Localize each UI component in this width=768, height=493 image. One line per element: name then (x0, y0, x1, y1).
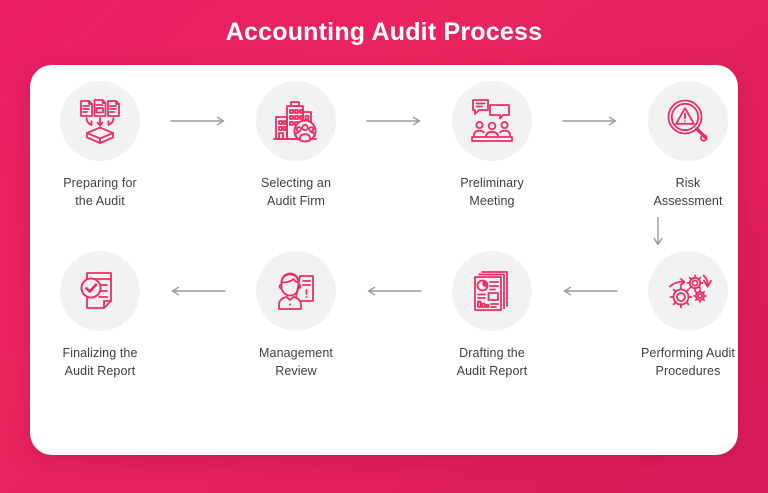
connector-arrow-3 (562, 81, 618, 161)
step-selecting-an-audit-firm[interactable]: Selecting an Audit Firm (226, 81, 366, 210)
connector-arrow-5 (366, 251, 422, 331)
office-buildings-team-icon (273, 101, 317, 143)
step-label: Selecting an Audit Firm (261, 176, 331, 208)
step-label: Risk Assessment (653, 176, 723, 208)
title-bar: Accounting Audit Process (0, 0, 768, 65)
arrow-left-icon (563, 286, 618, 296)
flow-row-1: Preparing for the Audit (30, 81, 738, 231)
arrow-right-icon (170, 116, 225, 126)
step-risk-assessment[interactable]: Risk Assessment (618, 81, 758, 210)
arrow-right-icon (562, 116, 617, 126)
step-label: Finalizing the Audit Report (62, 346, 138, 378)
arrow-right-icon (366, 116, 421, 126)
arrow-left-icon (171, 286, 226, 296)
step-label: Preliminary Meeting (460, 176, 524, 208)
step-icon-circle (60, 251, 140, 331)
step-label: Management Review (259, 346, 333, 378)
step-icon-circle (256, 251, 336, 331)
step-icon-circle (452, 81, 532, 161)
magnifier-warning-triangle-icon (667, 99, 708, 142)
document-check-icon (80, 272, 112, 309)
connector-arrow-6 (562, 251, 618, 331)
connector-arrow-1 (170, 81, 226, 161)
step-icon-circle (648, 81, 728, 161)
step-finalizing-the-audit-report[interactable]: Finalizing the Audit Report (30, 251, 170, 380)
step-performing-audit-procedures[interactable]: Performing Audit Procedures (618, 251, 758, 380)
step-icon-circle (60, 81, 140, 161)
step-preparing-for-the-audit[interactable]: Preparing for the Audit (30, 81, 170, 210)
page-title: Accounting Audit Process (225, 18, 543, 46)
arrow-left-icon (367, 286, 422, 296)
step-label: Preparing for the Audit (63, 176, 137, 208)
documents-into-tray-icon (80, 99, 120, 144)
step-label: Performing Audit Procedures (640, 346, 735, 378)
step-icon-circle (648, 251, 728, 331)
flow-row-2: Finalizing the Audit Report (30, 251, 738, 401)
step-icon-circle (452, 251, 532, 331)
step-icon-circle (256, 81, 336, 161)
step-drafting-the-audit-report[interactable]: Drafting the Audit Report (422, 251, 562, 380)
flow-card: Preparing for the Audit (30, 65, 738, 455)
connector-arrow-2 (366, 81, 422, 161)
report-charts-icon (474, 271, 508, 311)
step-preliminary-meeting[interactable]: Preliminary Meeting (422, 81, 562, 210)
connector-arrow-4 (170, 251, 226, 331)
step-label: Drafting the Audit Report (456, 346, 528, 378)
step-management-review[interactable]: Management Review (226, 251, 366, 380)
person-review-document-icon (278, 272, 314, 310)
meeting-people-speech-bubbles-icon (471, 99, 513, 142)
gears-process-icon (669, 274, 712, 309)
